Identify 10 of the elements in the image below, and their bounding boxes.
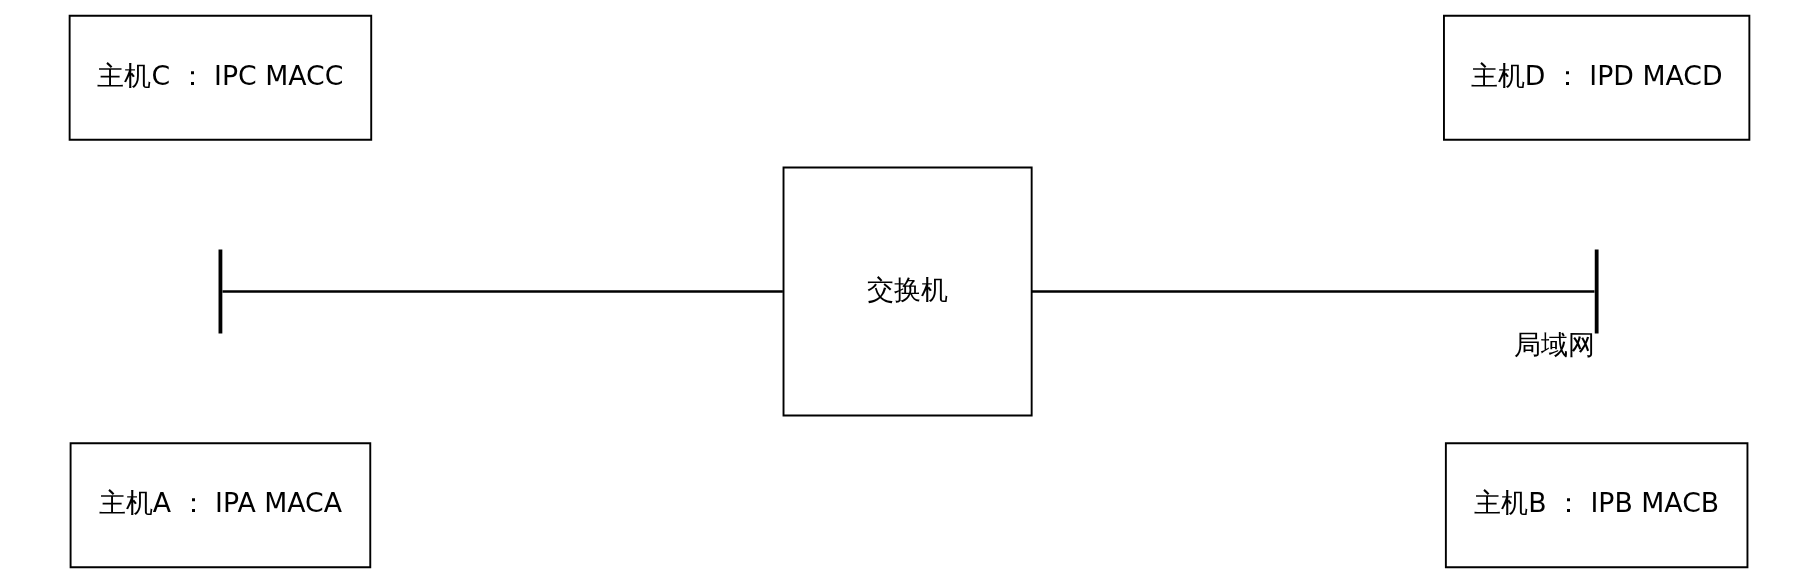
node-box: 主机B ： IPB MACB [1444,442,1749,569]
connector [1032,290,1595,293]
node-bar [218,249,223,334]
node-box: 交换机 [782,166,1033,417]
node-bar [1594,249,1599,334]
connector [222,290,783,293]
node-box: 主机D ： IPD MACD [1443,14,1751,141]
node-label: 局域网 [1514,328,1596,360]
node-box: 主机C ： IPC MACC [68,14,373,141]
node-box: 主机A ： IPA MACA [69,442,372,569]
